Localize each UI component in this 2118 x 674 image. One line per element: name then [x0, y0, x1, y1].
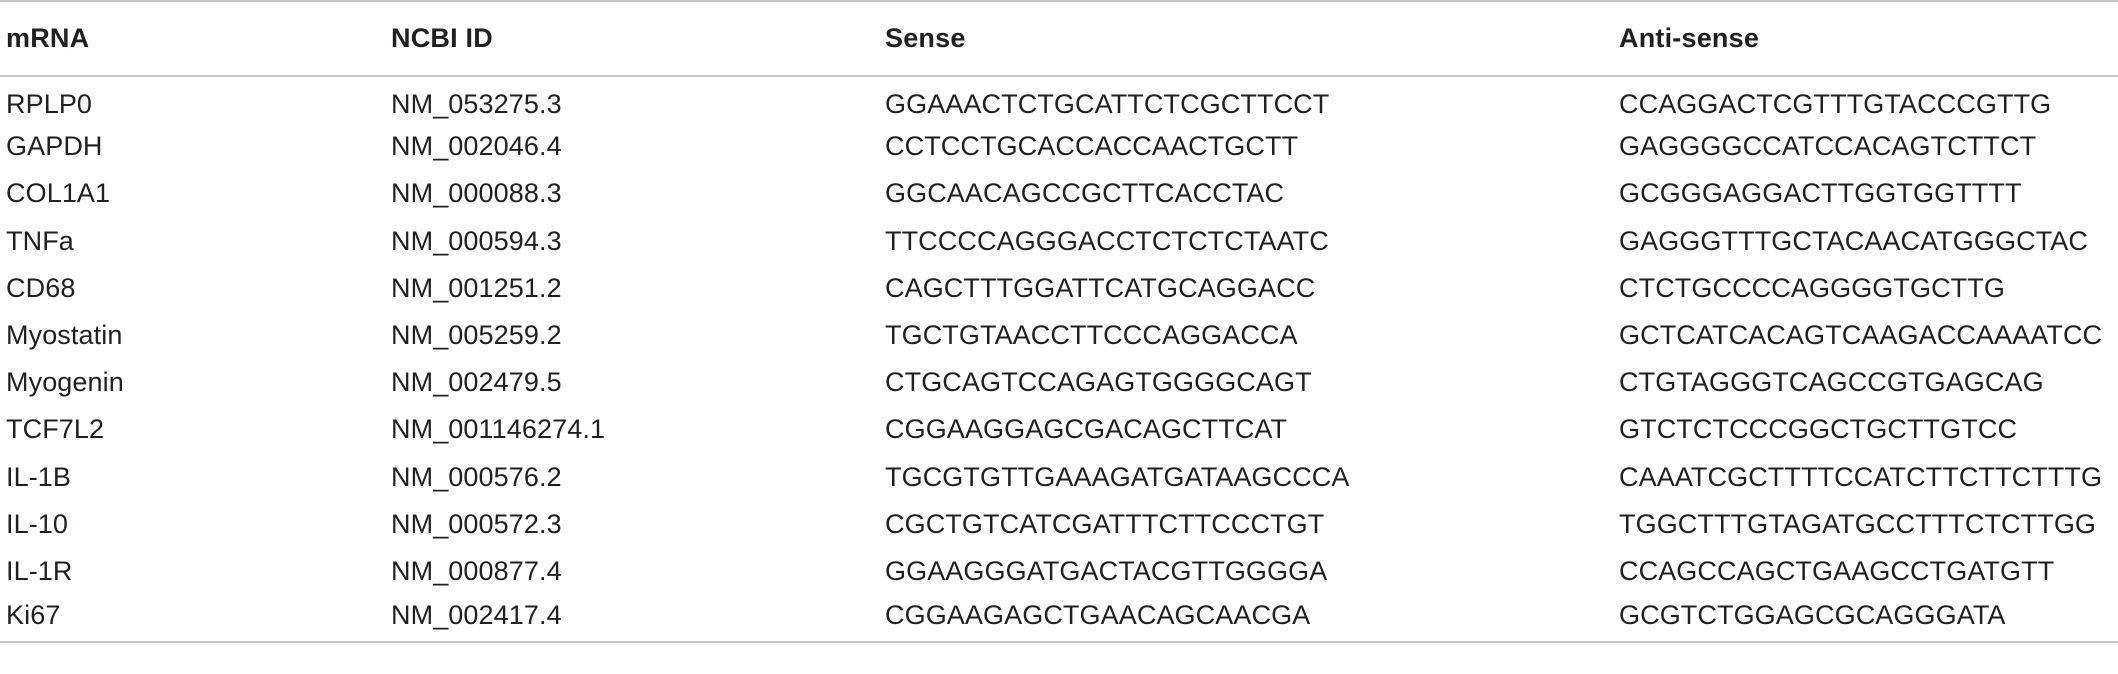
cell-sense: TGCGTGTTGAAAGATGATAAGCCCA: [885, 461, 1350, 492]
cell-mrna: GAPDH: [6, 131, 103, 162]
cell-anti-sense: GTCTCTCCCGGCTGCTTGTCC: [1619, 414, 2018, 445]
cell-mrna: Ki67: [0, 595, 385, 644]
cell-sense: CAGCTTTGGATTCATGCAGGACC: [885, 272, 1316, 303]
cell-anti-sense: CCAGCCAGCTGAAGCCTGATGTT: [1619, 555, 2055, 586]
cell-anti-sense: CCAGGACTCGTTTGTACCCGTTG: [1619, 88, 2052, 119]
table-row: IL-1R NM_000877.4 GGAAGGGATGACTACGTTGGGGA C…: [0, 548, 2118, 595]
cell-ncbi-id: NM_001251.2: [391, 272, 562, 303]
cell-mrna: Myostatin: [6, 320, 123, 351]
cell-mrna: RPLP0: [6, 88, 93, 119]
cell-ncbi-id: NM_000572.3: [391, 508, 562, 539]
table-row: TNFa NM_000594.3 TTCCCCAGGGACCTCTCTCTAATC G…: [0, 218, 2118, 265]
table-row: TCF7L2 NM_001146274.1 CGGAAGGAGCGACAGCTTCA…: [0, 406, 2118, 453]
cell-anti-sense: GCTCATCACAGTCAAGACCAAAATCC: [1619, 320, 2103, 351]
cell-anti-sense: CTCTGCCCCAGGGGTGCTTG: [1619, 272, 2005, 303]
header-sense: Sense: [879, 0, 1613, 77]
cell-sense: CTGCAGTCCAGAGTGGGGCAGT: [885, 367, 1312, 398]
header-mrna: mRNA: [0, 0, 385, 77]
cell-mrna: CD68: [6, 272, 76, 303]
cell-mrna: IL-1R: [6, 555, 73, 586]
cell-sense: CCTCCTGCACCACCAACTGCTT: [885, 131, 1299, 162]
cell-ncbi-id: NM_002046.4: [391, 131, 562, 162]
table-row: IL-10 NM_000572.3 CGCTGTCATCGATTTCTTCCCTGT…: [0, 501, 2118, 548]
cell-sense: CGGAAGGAGCGACAGCTTCAT: [885, 414, 1288, 445]
cell-mrna: Myogenin: [6, 367, 124, 398]
cell-sense: CGGAAGAGCTGAACAGCAACGA: [879, 595, 1613, 644]
cell-mrna: TNFa: [6, 225, 74, 256]
cell-sense: CGCTGTCATCGATTTCTTCCCTGT: [885, 508, 1325, 539]
cell-sense: GGAAGGGATGACTACGTTGGGGA: [885, 555, 1328, 586]
table-body: RPLP0 NM_053275.3 GGAAACTCTGCATTCTCGCTTCCT…: [0, 76, 2118, 644]
table-row: CD68 NM_001251.2 CAGCTTTGGATTCATGCAGGACC CT…: [0, 265, 2118, 312]
primer-table: mRNA NCBI ID Sense Anti-sense RPLP0 NM_05…: [0, 0, 2118, 644]
cell-sense: GGAAACTCTGCATTCTCGCTTCCT: [885, 88, 1330, 119]
header-anti-sense: Anti-sense: [1613, 0, 2118, 77]
cell-anti-sense: GAGGGGCCATCCACAGTCTTCT: [1619, 131, 2037, 162]
cell-anti-sense: TGGCTTTGTAGATGCCTTTCTCTTGG: [1619, 508, 2097, 539]
cell-ncbi-id: NM_000877.4: [391, 555, 562, 586]
table-row: GAPDH NM_002046.4 CCTCCTGCACCACCAACTGCTT GA…: [0, 123, 2118, 170]
table-row: Myostatin NM_005259.2 TGCTGTAACCTTCCCAGGAC…: [0, 312, 2118, 359]
cell-sense: TGCTGTAACCTTCCCAGGACCA: [885, 320, 1298, 351]
table-row: Myogenin NM_002479.5 CTGCAGTCCAGAGTGGGGCAG…: [0, 359, 2118, 406]
cell-ncbi-id: NM_053275.3: [391, 88, 562, 119]
table-row: RPLP0 NM_053275.3 GGAAACTCTGCATTCTCGCTTCCT…: [0, 76, 2118, 123]
table-row: COL1A1 NM_000088.3 GGCAACAGCCGCTTCACCTAC GC…: [0, 170, 2118, 217]
cell-mrna: IL-1B: [6, 461, 72, 492]
cell-ncbi-id: NM_000088.3: [391, 178, 562, 209]
cell-anti-sense: GAGGGTTTGCTACAACATGGGCTAC: [1619, 225, 2089, 256]
table-header: mRNA NCBI ID Sense Anti-sense: [0, 0, 2118, 77]
cell-mrna: TCF7L2: [6, 414, 105, 445]
cell-ncbi-id: NM_000576.2: [391, 461, 562, 492]
cell-anti-sense: CAAATCGCTTTTCCATCTTCTTCTTTG: [1619, 461, 2103, 492]
header-ncbi-id: NCBI ID: [385, 0, 879, 77]
cell-anti-sense: GCGTCTGGAGCGCAGGGATA: [1613, 595, 2118, 644]
cell-mrna: COL1A1: [6, 178, 111, 209]
cell-ncbi-id: NM_002479.5: [391, 367, 562, 398]
cell-sense: TTCCCCAGGGACCTCTCTCTAATC: [885, 225, 1329, 256]
cell-mrna: IL-10: [6, 508, 69, 539]
cell-ncbi-id: NM_002417.4: [385, 595, 879, 644]
header-row: mRNA NCBI ID Sense Anti-sense: [0, 0, 2118, 77]
cell-ncbi-id: NM_000594.3: [391, 225, 562, 256]
cell-ncbi-id: NM_001146274.1: [391, 414, 606, 445]
cell-sense: GGCAACAGCCGCTTCACCTAC: [885, 178, 1285, 209]
cell-anti-sense: CTGTAGGGTCAGCCGTGAGCAG: [1619, 367, 2044, 398]
table-row: IL-1B NM_000576.2 TGCGTGTTGAAAGATGATAAGCCC…: [0, 454, 2118, 501]
cell-anti-sense: GCGGGAGGACTTGGTGGTTTT: [1619, 178, 2022, 209]
cell-ncbi-id: NM_005259.2: [391, 320, 562, 351]
